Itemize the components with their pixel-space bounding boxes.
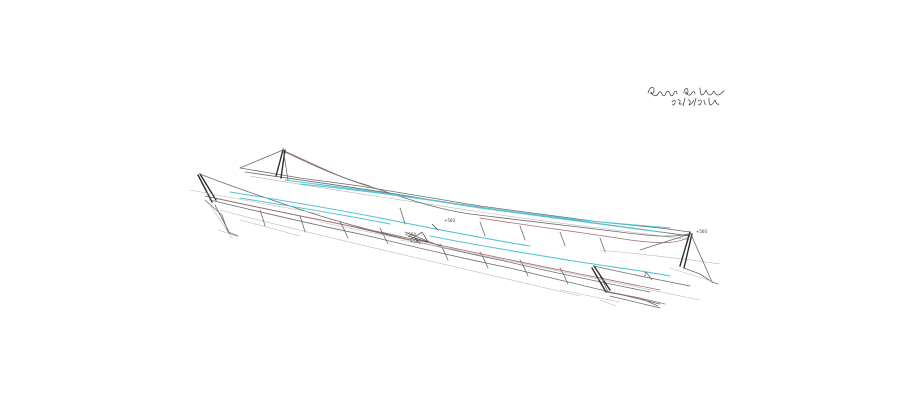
svg-text:+560: +560	[444, 218, 455, 223]
pylon-back-right: +560	[669, 229, 719, 285]
pylon-front-right: 2	[591, 265, 691, 309]
deck-ribs	[259, 207, 609, 293]
back-deck	[239, 149, 691, 241]
center-node: +560 +560 +560	[399, 218, 461, 251]
right-cables	[469, 213, 721, 265]
svg-text:+560: +560	[405, 232, 416, 237]
construction-lines	[189, 189, 701, 303]
signature	[647, 86, 725, 107]
svg-text:2: 2	[644, 272, 647, 277]
front-deck	[204, 191, 671, 305]
pylon-back-left	[275, 147, 289, 181]
svg-text:+560: +560	[696, 229, 707, 234]
